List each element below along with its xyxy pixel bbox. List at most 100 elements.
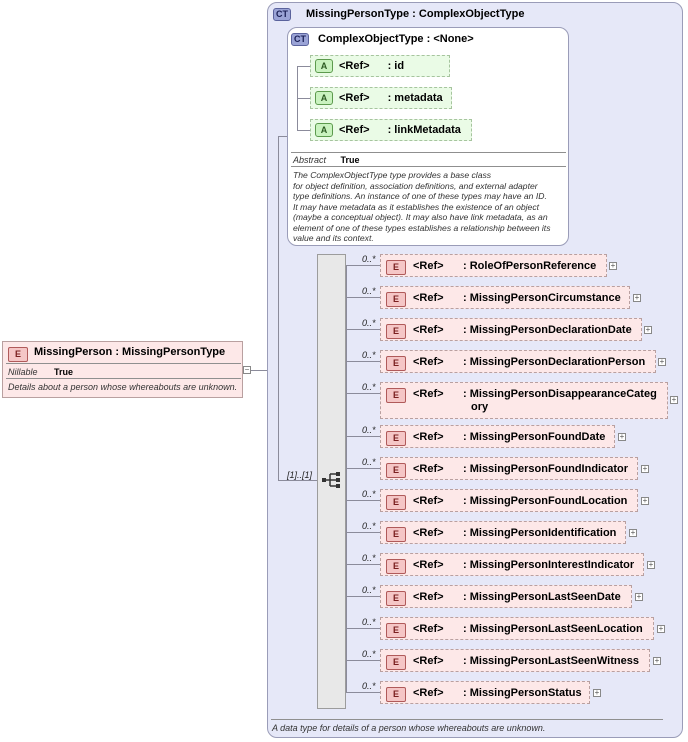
sequence-compositor[interactable] [317,254,346,709]
element-name: : MissingPersonDeclarationDate [463,324,632,336]
element-ref: <Ref> [413,559,444,571]
type-separator: : [412,8,416,20]
expand-icon[interactable]: + [641,464,649,473]
expand-icon[interactable]: + [644,325,652,334]
element-multiplicity: 0..* [362,318,376,328]
expand-icon[interactable]: + [653,656,661,665]
expand-icon[interactable]: + [635,592,643,601]
element-box[interactable]: E <Ref> : MissingPersonFoundDate [380,425,615,448]
element-ref: <Ref> [413,495,444,507]
nillable-label: Nillable [8,367,38,377]
element-badge-icon: E [386,495,406,510]
element-name: : MissingPersonDisappearanceCateg [463,388,657,400]
element-box[interactable]: E <Ref> : MissingPersonFoundLocation [380,489,638,512]
element-badge-icon: E [386,591,406,606]
element-multiplicity: 0..* [362,382,376,392]
element-name: : MissingPersonInterestIndicator [463,559,635,571]
element-multiplicity: 0..* [362,617,376,627]
element-multiplicity: 0..* [362,425,376,435]
element-box[interactable]: E <Ref> : MissingPersonDeclarationDate [380,318,642,341]
element-badge-icon: E [386,292,406,307]
complex-type-description: A data type for details of a person whos… [272,723,546,733]
element-name: : MissingPersonDeclarationPerson [463,356,646,368]
attribute-badge-icon: A [315,59,333,73]
expand-icon[interactable]: + [647,560,655,569]
nillable-value: True [54,367,74,377]
element-multiplicity: 0..* [362,286,376,296]
attribute-linkmetadata[interactable]: A <Ref> : linkMetadata [310,119,472,141]
element-name: : MissingPersonLastSeenWitness [463,655,639,667]
element-ref: <Ref> [413,260,444,272]
expand-icon[interactable]: + [593,688,601,697]
type-separator: : [426,33,431,45]
element-name-continued: ory [471,401,489,413]
element-ref: <Ref> [413,687,444,699]
base-type-base: <None> [433,33,474,45]
complex-type-base: ComplexObjectType [418,8,525,20]
element-ref: <Ref> [413,431,444,443]
element-name: : MissingPersonIdentification [463,527,617,539]
element-box[interactable]: E <Ref> : MissingPersonCircumstance [380,286,630,309]
complex-type-name: MissingPersonType [306,8,410,20]
element-name: : MissingPersonFoundIndicator [463,463,629,475]
element-multiplicity: 0..* [362,649,376,659]
expand-icon[interactable]: + [670,395,678,404]
element-box[interactable]: E <Ref> : MissingPersonStatus [380,681,590,704]
element-badge-icon: E [386,356,406,371]
expand-icon[interactable]: + [629,528,637,537]
expand-icon[interactable]: + [641,496,649,505]
element-name: : MissingPersonLastSeenDate [463,591,621,603]
element-ref: <Ref> [413,655,444,667]
element-ref: <Ref> [413,356,444,368]
element-name: : MissingPersonCircumstance [463,292,621,304]
attribute-ref: <Ref> [339,124,370,136]
element-ref: <Ref> [413,623,444,635]
element-box[interactable]: E <Ref> : MissingPersonLastSeenLocation [380,617,654,640]
element-ref: <Ref> [413,324,444,336]
element-box[interactable]: E <Ref> : RoleOfPersonReference [380,254,607,277]
base-type-name: ComplexObjectType [318,33,424,45]
root-element-box[interactable]: E MissingPerson : MissingPersonType Nill… [2,341,243,398]
attribute-badge-icon: A [315,123,333,137]
attribute-name: : metadata [387,92,443,104]
element-name: : MissingPersonStatus [463,687,582,699]
attribute-name: : linkMetadata [387,124,461,136]
element-badge-icon: E [386,260,406,275]
expand-icon[interactable]: + [618,432,626,441]
element-box[interactable]: E <Ref> : MissingPersonFoundIndicator [380,457,638,480]
element-box[interactable]: E <Ref> : MissingPersonInterestIndicator [380,553,644,576]
sequence-icon [322,472,340,488]
element-name: : MissingPersonFoundLocation [463,495,628,507]
attribute-metadata[interactable]: A <Ref> : metadata [310,87,452,109]
root-element-type: MissingPersonType [122,346,226,358]
attribute-id[interactable]: A <Ref> : id [310,55,450,77]
expand-icon[interactable]: + [657,624,665,633]
element-box[interactable]: E <Ref> : MissingPersonIdentification [380,521,626,544]
element-box[interactable]: E <Ref> : MissingPersonDeclarationPerson [380,350,656,373]
root-element-description: Details about a person whose whereabouts… [8,382,238,392]
element-multiplicity: 0..* [362,350,376,360]
root-element-name: MissingPerson [34,346,113,358]
expand-icon[interactable]: + [633,293,641,302]
element-badge-icon: E [386,655,406,670]
attribute-ref: <Ref> [339,60,370,72]
expand-icon[interactable]: + [609,261,617,270]
collapse-toggle-icon[interactable]: − [243,365,251,374]
element-name: : RoleOfPersonReference [463,260,597,272]
expand-icon[interactable]: + [658,357,666,366]
element-box[interactable]: E <Ref> : MissingPersonLastSeenDate [380,585,632,608]
element-ref: <Ref> [413,527,444,539]
element-badge-icon: E [386,324,406,339]
element-badge-icon: E [386,623,406,638]
element-badge-icon: E [386,431,406,446]
sequence-multiplicity: [1]..[1] [287,470,313,480]
element-box[interactable]: E <Ref> : MissingPersonLastSeenWitness [380,649,650,672]
element-multiplicity: 0..* [362,681,376,691]
element-multiplicity: 0..* [362,254,376,264]
element-ref: <Ref> [413,463,444,475]
element-badge-icon: E [386,463,406,478]
element-badge-icon: E [8,347,28,362]
base-type-badge-icon: CT [291,33,309,46]
element-box[interactable]: E <Ref> : MissingPersonDisappearanceCate… [380,382,668,419]
element-multiplicity: 0..* [362,553,376,563]
